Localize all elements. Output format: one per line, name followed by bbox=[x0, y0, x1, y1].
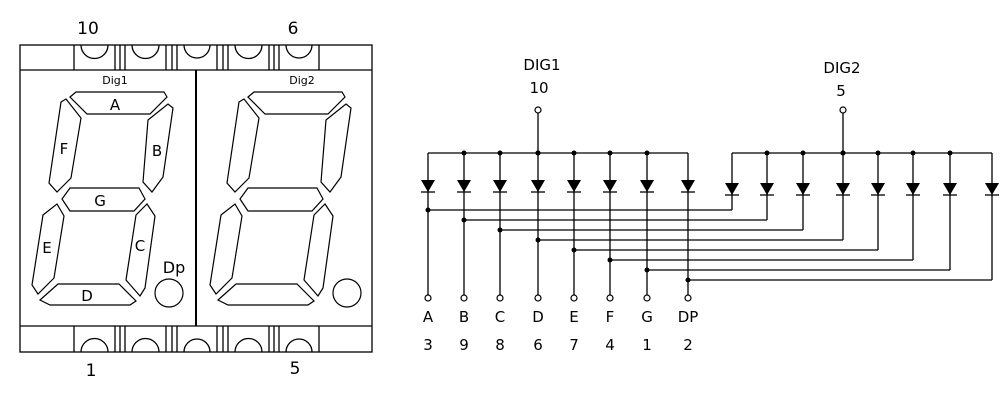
pin-label-5: 5 bbox=[290, 359, 301, 379]
dig1-pin: 10 bbox=[529, 79, 548, 97]
segment-pin-terminal bbox=[496, 294, 504, 302]
dig1-label: DIG1 bbox=[523, 56, 560, 74]
segment-a bbox=[247, 91, 346, 115]
segment-pin-number: 4 bbox=[605, 336, 615, 354]
segment-f bbox=[226, 98, 260, 193]
led-diode-icon bbox=[985, 183, 999, 195]
segment-name: A bbox=[423, 308, 434, 326]
segment-e bbox=[31, 203, 65, 295]
segment-f bbox=[48, 98, 82, 193]
dig2-pin-terminal bbox=[839, 106, 847, 114]
segment-pin-number: 8 bbox=[495, 336, 505, 354]
segment-b bbox=[142, 103, 174, 193]
segment-g bbox=[239, 187, 324, 212]
led-diode-icon bbox=[906, 183, 920, 195]
junction-dot bbox=[685, 277, 691, 283]
digit2-label: Dig2 bbox=[289, 74, 315, 87]
segment-e bbox=[209, 203, 243, 295]
led-diode-icon bbox=[796, 183, 810, 195]
dig1-pin-terminal bbox=[534, 106, 542, 114]
junction-dot bbox=[425, 207, 431, 213]
segment-a bbox=[69, 91, 168, 115]
decimal-point bbox=[332, 278, 362, 308]
junction-dot bbox=[461, 217, 467, 223]
segment-g bbox=[61, 187, 146, 212]
segment-pin-terminal bbox=[684, 294, 692, 302]
pin-label-1: 1 bbox=[86, 361, 97, 381]
segment-e-label: E bbox=[42, 239, 51, 257]
segment-f-label: F bbox=[60, 140, 69, 158]
segment-pin-number: 7 bbox=[569, 336, 579, 354]
segment-name: DP bbox=[678, 308, 699, 326]
segment-pin-terminal bbox=[570, 294, 578, 302]
segment-c bbox=[125, 203, 156, 298]
segment-pin-terminal bbox=[534, 294, 542, 302]
segment-a-label: A bbox=[110, 96, 121, 114]
segment-name: B bbox=[459, 308, 469, 326]
junction-dot bbox=[644, 267, 650, 273]
pin-notch bbox=[131, 44, 160, 60]
pin-notch bbox=[285, 338, 313, 353]
led-diode-icon bbox=[421, 180, 435, 192]
pin-notch bbox=[234, 44, 263, 60]
segment-b-label: B bbox=[152, 142, 162, 160]
schematic: DIG1 10 DIG2 5 A 3 B 9 C 8 D 6 E 7 F 4 G 1 DP 2 bbox=[421, 56, 999, 354]
segment-name: E bbox=[569, 308, 578, 326]
segment-pin-terminal bbox=[424, 294, 432, 302]
led-diode-icon bbox=[640, 180, 654, 192]
pin-notch bbox=[131, 337, 160, 353]
segment-pin-number: 3 bbox=[423, 336, 433, 354]
decimal-point bbox=[154, 278, 184, 308]
led-diode-icon bbox=[567, 180, 581, 192]
segment-b bbox=[320, 103, 352, 193]
segment-d bbox=[216, 283, 315, 306]
pin-notch bbox=[80, 44, 109, 60]
led-diode-icon bbox=[457, 180, 471, 192]
junction-dot bbox=[497, 227, 503, 233]
dp-label: Dp bbox=[163, 258, 185, 277]
package-drawing: 10 6 1 5 Dig1 Dig2 A B C D E F G Dp bbox=[19, 19, 373, 381]
pin-label-10: 10 bbox=[77, 19, 99, 39]
segment-d bbox=[38, 283, 137, 306]
junction-dot bbox=[571, 247, 577, 253]
led-diode-icon bbox=[681, 180, 695, 192]
segment-g-label: G bbox=[94, 192, 106, 210]
segment-name: C bbox=[495, 308, 505, 326]
digit-2 bbox=[209, 91, 362, 308]
pin-notch bbox=[80, 337, 109, 353]
segment-pin-number: 2 bbox=[683, 336, 693, 354]
segment-pin-number: 6 bbox=[533, 336, 543, 354]
segment-name: F bbox=[606, 308, 615, 326]
led-diode-icon bbox=[836, 183, 850, 195]
segment-pin-terminal bbox=[606, 294, 614, 302]
pin-notch bbox=[285, 44, 313, 59]
led-diode-icon bbox=[493, 180, 507, 192]
segment-name: G bbox=[641, 308, 653, 326]
segment-pin-number: 9 bbox=[459, 336, 469, 354]
segment-pin-terminal bbox=[460, 294, 468, 302]
package-outline bbox=[19, 44, 373, 353]
led-diode-icon bbox=[943, 183, 957, 195]
led-diode-icon bbox=[725, 183, 739, 195]
junction-dot bbox=[607, 257, 613, 263]
segment-c-label: C bbox=[135, 237, 145, 255]
led-diode-icon bbox=[531, 180, 545, 192]
segment-pin-number: 1 bbox=[642, 336, 652, 354]
pin-notch bbox=[183, 44, 211, 59]
dig2-pin: 5 bbox=[836, 82, 846, 100]
pin-notch bbox=[234, 337, 263, 353]
segment-pin-terminal bbox=[643, 294, 651, 302]
led-diode-icon bbox=[871, 183, 885, 195]
segment-name: D bbox=[532, 308, 544, 326]
led-diode-icon bbox=[760, 183, 774, 195]
junction-dot bbox=[535, 237, 541, 243]
digit1-label: Dig1 bbox=[102, 74, 128, 87]
segment-d-label: D bbox=[81, 287, 93, 305]
dig2-label: DIG2 bbox=[823, 59, 860, 77]
digit-1: A B C D E F G Dp bbox=[31, 91, 185, 308]
pin-label-6: 6 bbox=[288, 19, 299, 39]
segment-c bbox=[303, 203, 334, 298]
pin-notch bbox=[183, 338, 211, 353]
led-diode-icon bbox=[603, 180, 617, 192]
